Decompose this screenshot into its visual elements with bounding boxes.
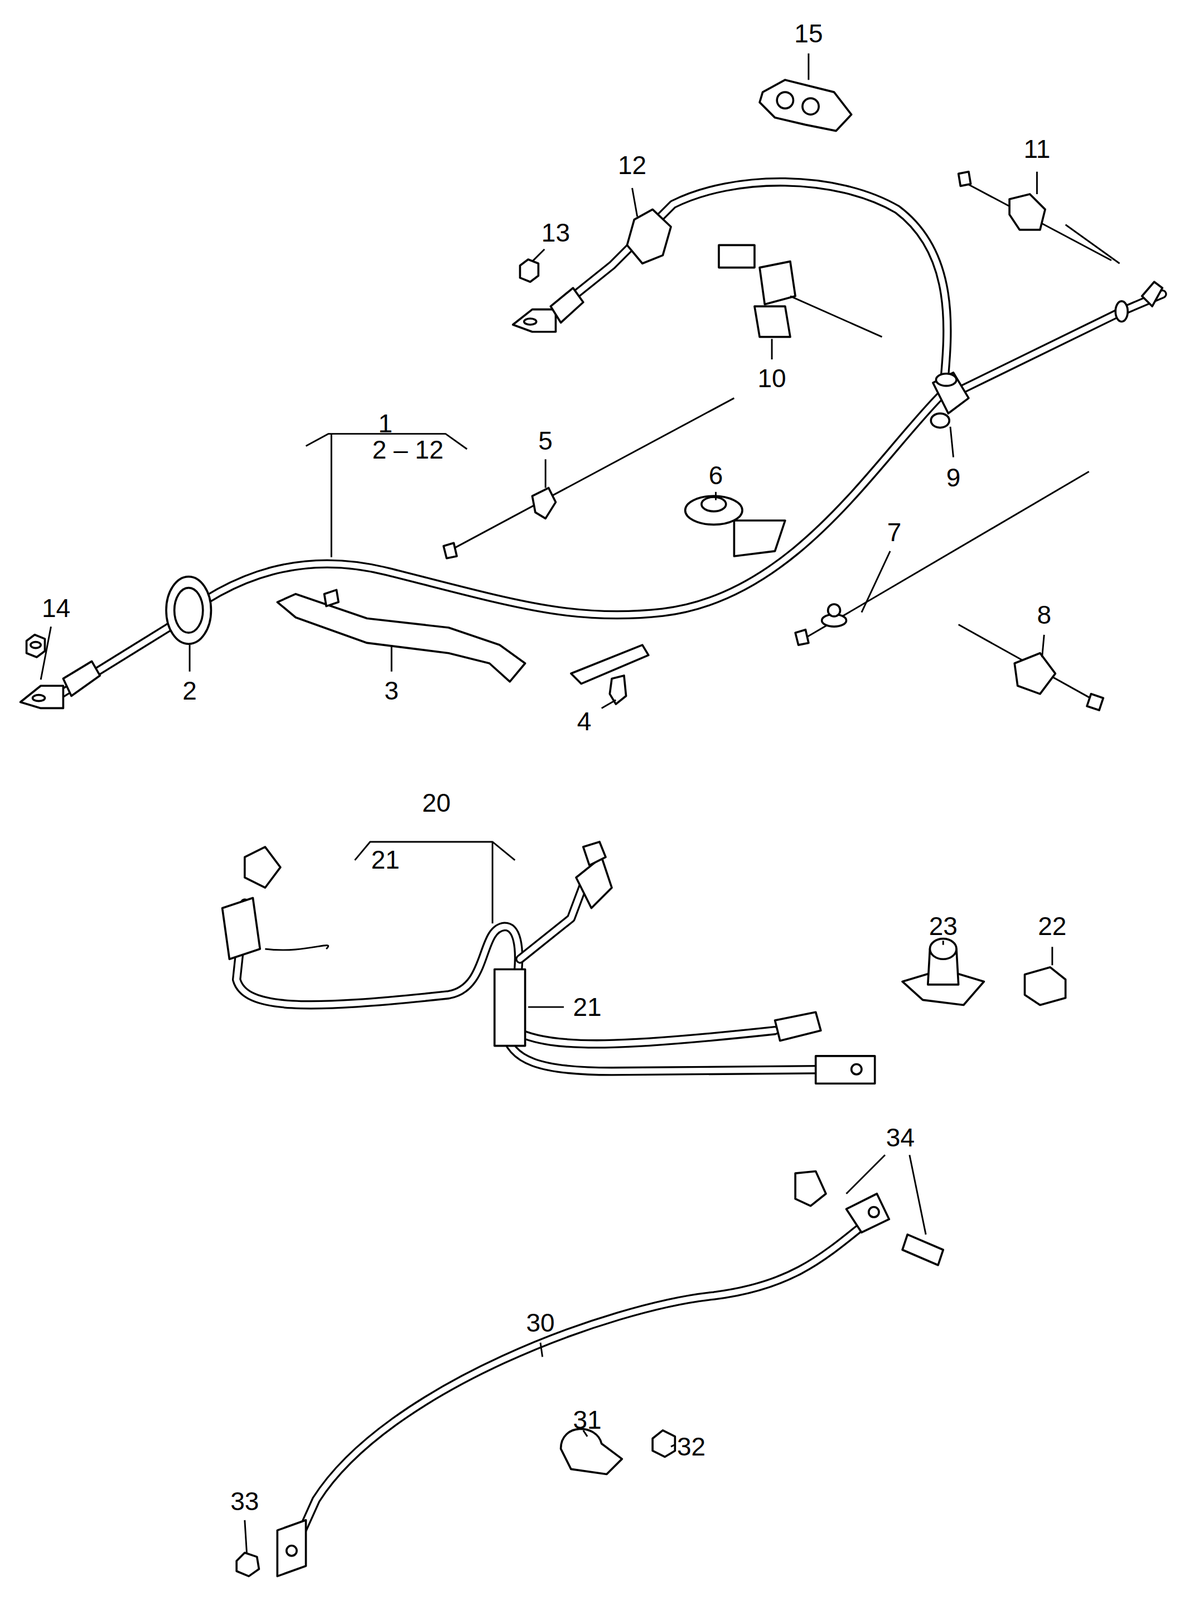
callout-number: 30: [525, 1309, 555, 1336]
callout-number: 11: [1023, 136, 1051, 162]
callout-number: 8: [1036, 601, 1052, 628]
callout-number: 34: [886, 1124, 915, 1150]
callout-number: 33: [230, 1487, 259, 1514]
callout-number: 6: [708, 462, 724, 488]
callout-number: 21: [573, 993, 602, 1020]
callout-number: 5: [538, 427, 553, 454]
callout-number: 7: [887, 519, 902, 545]
callout-number: 3: [384, 677, 399, 704]
callout-number: 13: [541, 219, 570, 246]
callout-number: 20: [422, 789, 451, 816]
callout-number: 10: [757, 365, 786, 391]
callout-number: 2 – 12: [371, 436, 444, 463]
callout-number: 14: [41, 595, 71, 621]
callout-number: 12: [617, 152, 647, 178]
callout-number: 31: [573, 1406, 602, 1433]
callout-number: 4: [577, 708, 592, 734]
callout-number: 9: [946, 464, 961, 491]
callout-number: 2: [182, 677, 197, 704]
callout-number: 22: [1037, 912, 1067, 939]
callout-number: 23: [929, 912, 958, 939]
callout-number: 21: [371, 846, 400, 873]
callout-number: 15: [794, 20, 823, 47]
callout-number: 1: [378, 410, 393, 437]
callout-number: 32: [677, 1433, 706, 1459]
